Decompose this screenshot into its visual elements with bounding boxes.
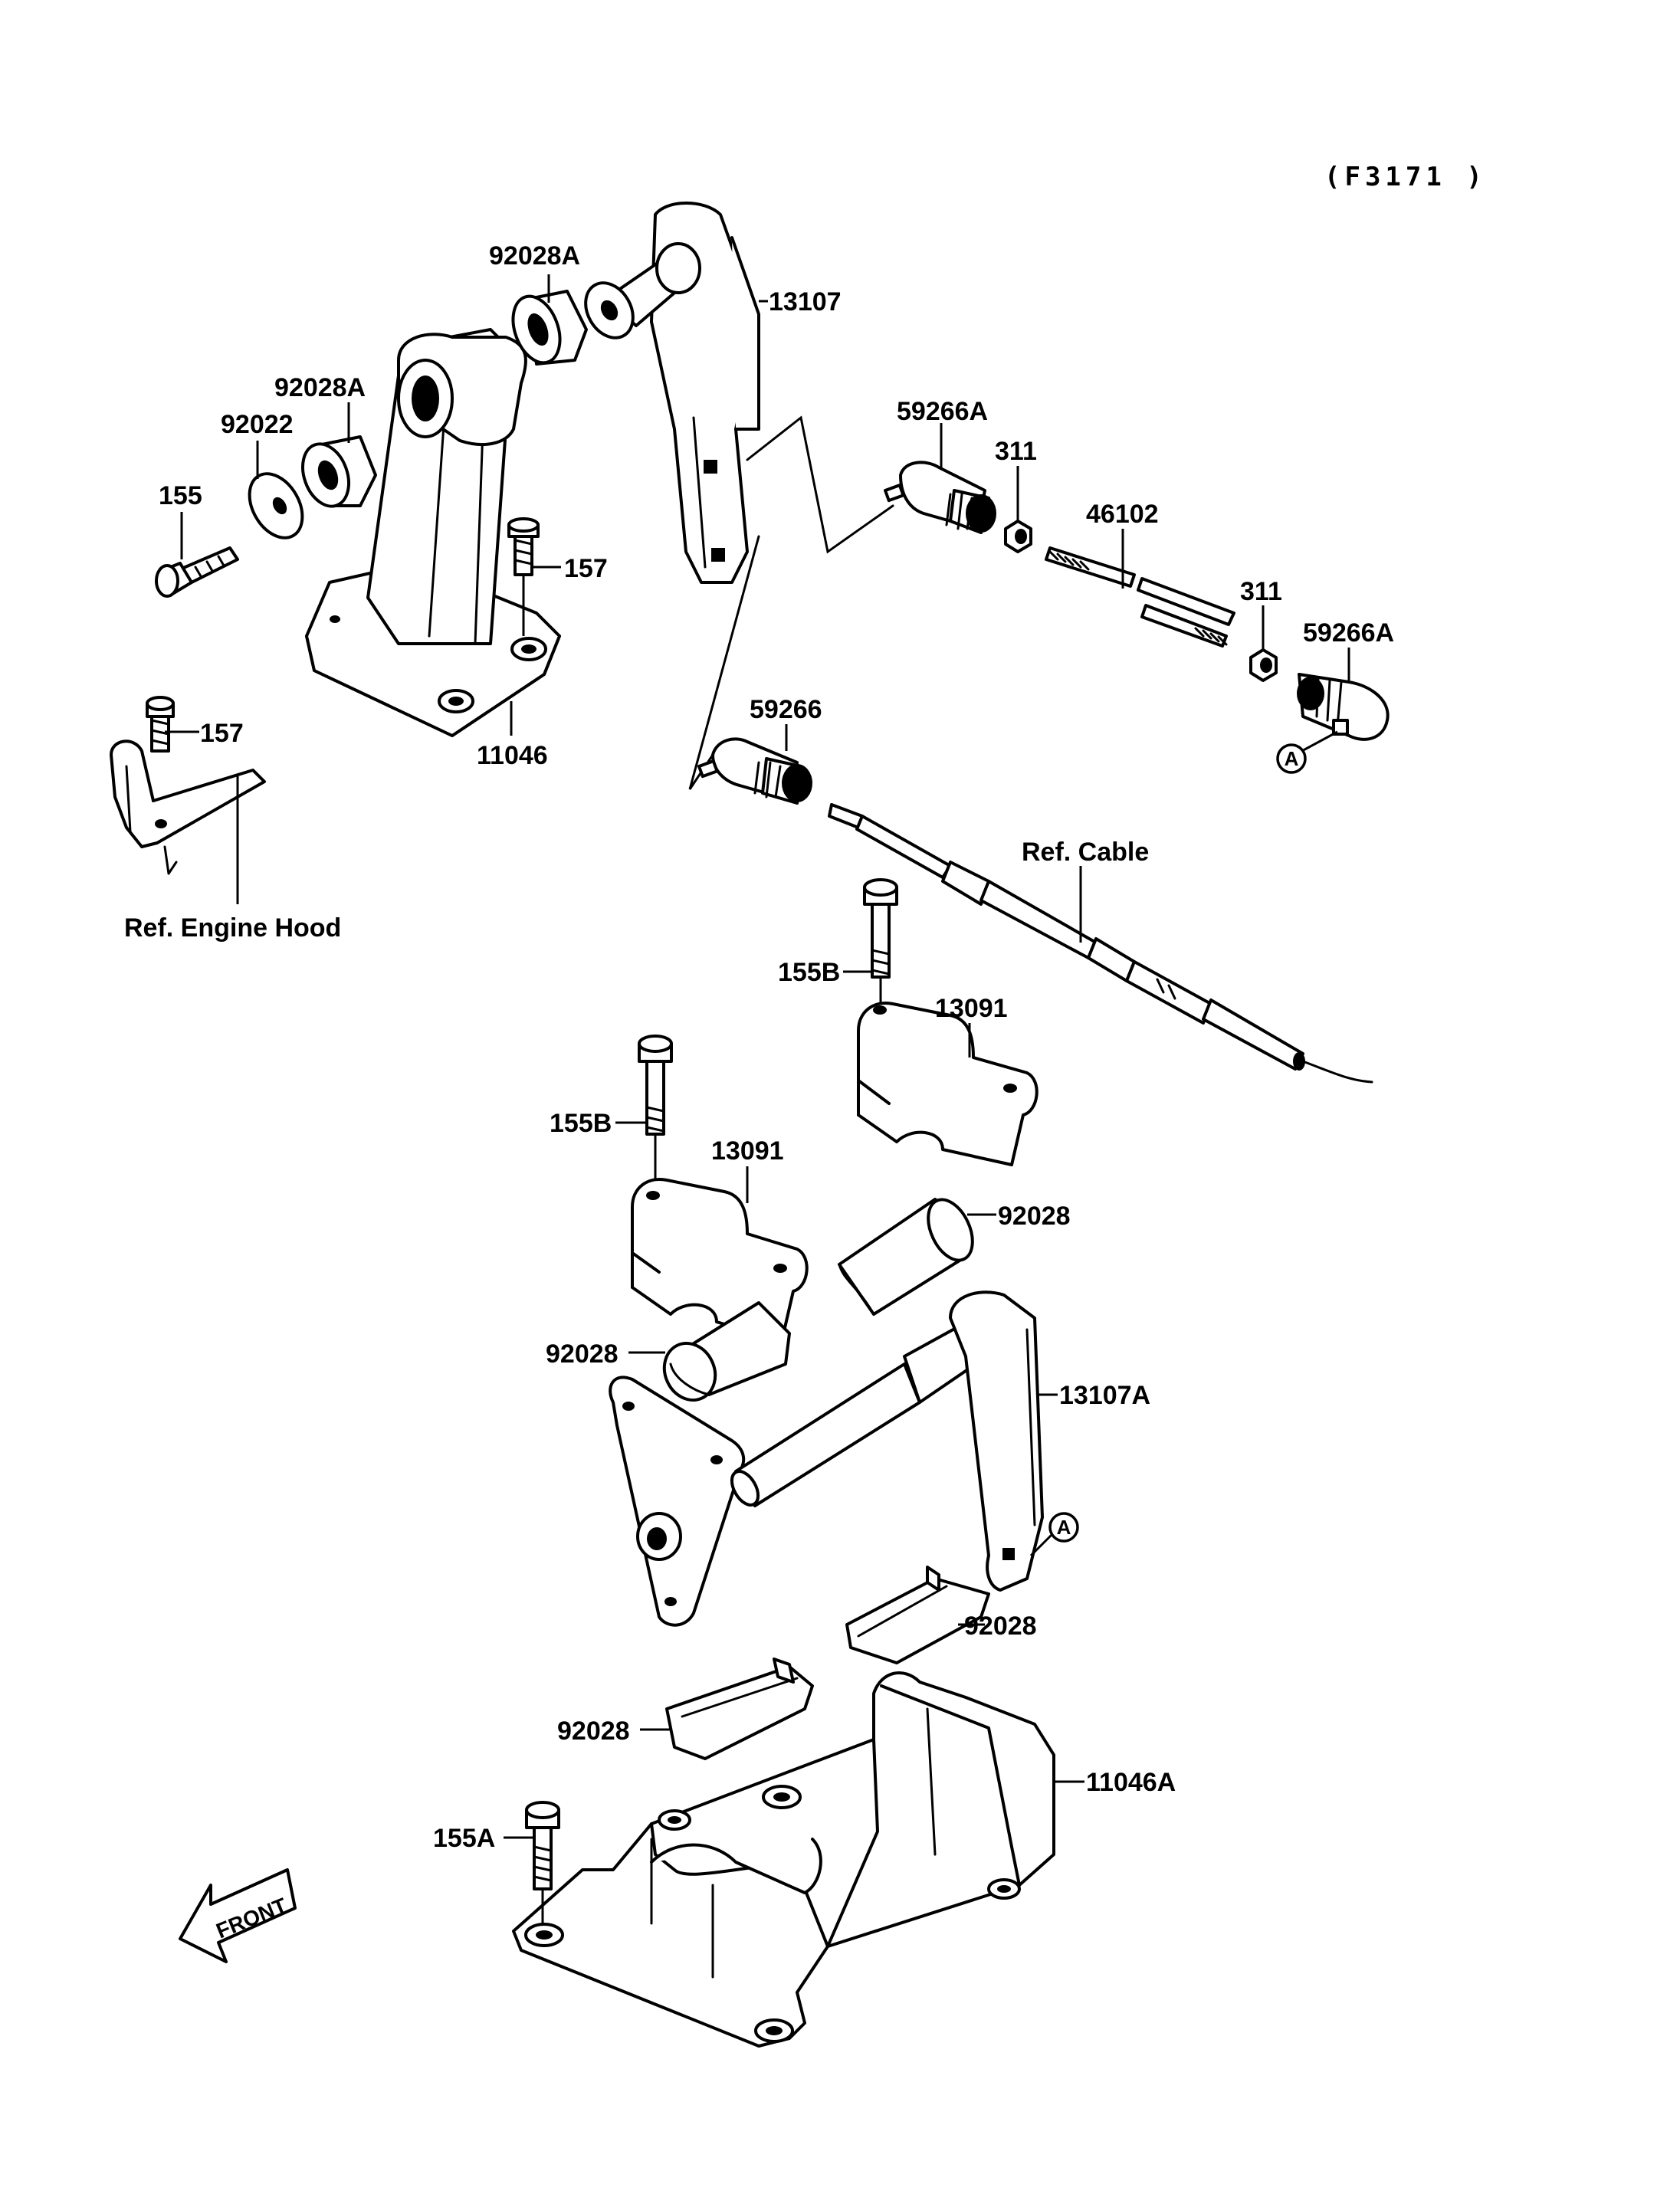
label-92028A-left: 92028A xyxy=(274,373,366,402)
bolt-155B-left xyxy=(638,1035,673,1184)
label-92028-lower-right: 92028 xyxy=(964,1612,1037,1641)
label-ref-cable: Ref. Cable xyxy=(1022,838,1149,867)
label-11046: 11046 xyxy=(477,741,548,770)
label-13091-right: 13091 xyxy=(935,994,1008,1023)
label-155B-right: 155B xyxy=(778,958,840,987)
nut-311-second xyxy=(1249,648,1278,682)
bushing-92028A-top xyxy=(511,290,588,366)
callout-marker-a-lower: A xyxy=(1029,1512,1079,1557)
bushing-92028A-left xyxy=(301,435,377,508)
label-46102: 46102 xyxy=(1086,500,1159,529)
label-92028-middle-left: 92028 xyxy=(546,1340,619,1369)
ball-joint-59266A-first xyxy=(883,461,996,534)
label-59266: 59266 xyxy=(750,695,822,724)
connection-line-upper xyxy=(746,415,894,554)
label-155B-left: 155B xyxy=(550,1109,612,1138)
bolt-155A xyxy=(525,1801,560,1923)
ball-joint-59266 xyxy=(697,737,812,805)
label-59266A-second: 59266A xyxy=(1303,618,1394,648)
bolt-157-upper xyxy=(507,517,540,636)
label-59266A-first: 59266A xyxy=(897,397,988,426)
label-92028-lower-left: 92028 xyxy=(557,1717,630,1746)
lever-13107 xyxy=(584,202,760,584)
label-157-lower: 157 xyxy=(200,719,244,748)
bolt-155B-right xyxy=(863,878,898,1008)
svg-text:A: A xyxy=(1057,1516,1071,1539)
bracket-11046A xyxy=(512,1671,1055,2048)
leader-lines xyxy=(165,274,1350,1839)
bushing-92028-lower-left xyxy=(665,1658,814,1760)
label-311-second: 311 xyxy=(1240,577,1282,606)
label-92022: 92022 xyxy=(221,410,294,439)
cap-13091-left xyxy=(631,1178,809,1343)
washer-92022 xyxy=(248,472,304,539)
front-direction-arrow: FRONT xyxy=(179,1868,297,1963)
lever-13107A xyxy=(609,1290,1044,1627)
cap-13091-right xyxy=(857,1002,1039,1166)
svg-text:A: A xyxy=(1285,747,1299,770)
label-11046A: 11046A xyxy=(1086,1768,1176,1797)
diagram-code: (F3171 ) xyxy=(1324,162,1487,192)
bolt-157-lower xyxy=(146,696,175,753)
label-13091-left: 13091 xyxy=(711,1136,784,1166)
callout-marker-a-upper: A xyxy=(1276,730,1338,774)
label-13107A: 13107A xyxy=(1059,1381,1150,1410)
reference-cable xyxy=(828,803,1373,1084)
label-13107: 13107 xyxy=(769,287,842,316)
engine-hood-bracket xyxy=(110,739,266,875)
bushing-92028-middle-left xyxy=(662,1301,791,1402)
bushing-92028-upper-right xyxy=(838,1198,974,1316)
label-157-upper: 157 xyxy=(564,554,608,583)
label-311-first: 311 xyxy=(995,437,1037,466)
label-92028A-top: 92028A xyxy=(489,241,580,271)
bushing-92028-lower-right xyxy=(845,1566,990,1664)
rod-46102 xyxy=(1045,546,1235,648)
label-ref-engine-hood: Ref. Engine Hood xyxy=(124,913,341,943)
bracket-11046 xyxy=(305,328,561,737)
label-155: 155 xyxy=(159,481,202,510)
label-155A: 155A xyxy=(433,1824,495,1853)
ball-joint-59266A-second xyxy=(1297,673,1390,741)
nut-311-first xyxy=(1004,520,1032,553)
bolt-155 xyxy=(155,546,239,598)
label-92028-upper-right: 92028 xyxy=(998,1202,1071,1231)
